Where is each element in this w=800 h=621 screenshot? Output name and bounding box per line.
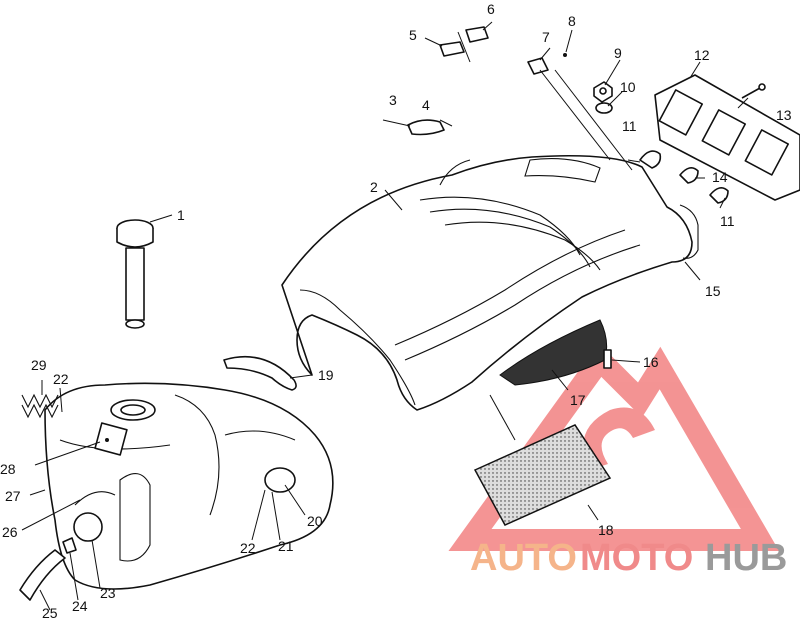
watermark-text: AUTO MOTO HUB bbox=[470, 537, 787, 579]
watermark-hub: HUB bbox=[705, 537, 787, 579]
callout-7: 7 bbox=[542, 29, 550, 45]
callout-12: 12 bbox=[694, 47, 710, 63]
callout-13: 13 bbox=[776, 107, 792, 123]
spring-29-part bbox=[21, 393, 59, 419]
bracket-7-part bbox=[527, 57, 633, 171]
seat-base-part bbox=[499, 319, 608, 386]
callout-27: 27 bbox=[5, 488, 21, 504]
callout-11-lower: 11 bbox=[720, 213, 735, 229]
fuel-tank-part bbox=[44, 382, 334, 590]
callout-11-upper: 11 bbox=[622, 118, 637, 134]
callout-1: 1 bbox=[177, 207, 185, 223]
bulb-parts bbox=[627, 150, 729, 204]
callout-18: 18 bbox=[598, 522, 614, 538]
callout-9: 9 bbox=[614, 45, 622, 61]
callout-14: 14 bbox=[712, 169, 728, 185]
callout-4: 4 bbox=[422, 97, 430, 113]
callout-28: 28 bbox=[0, 461, 16, 477]
seat-part bbox=[281, 154, 699, 411]
callout-26: 26 bbox=[2, 524, 18, 540]
watermark-moto: MOTO bbox=[580, 537, 693, 579]
foam-pad-part bbox=[473, 394, 612, 526]
callout-21: 21 bbox=[278, 538, 294, 554]
taillight-frame-part bbox=[654, 74, 800, 201]
strap-part bbox=[223, 355, 297, 391]
leader-lines bbox=[21, 21, 749, 611]
callout-20: 20 bbox=[307, 513, 323, 529]
clips-5-6-part bbox=[439, 26, 489, 63]
callout-22-left: 22 bbox=[53, 371, 69, 387]
callout-19: 19 bbox=[318, 367, 334, 383]
callout-23: 23 bbox=[100, 585, 116, 601]
watermark-logo bbox=[448, 343, 780, 551]
callout-15: 15 bbox=[705, 283, 721, 299]
clip-3-part bbox=[407, 119, 453, 136]
callout-6: 6 bbox=[487, 1, 495, 17]
callout-25: 25 bbox=[42, 605, 58, 621]
callout-5: 5 bbox=[409, 27, 417, 43]
callout-16: 16 bbox=[643, 354, 659, 370]
pins-8-part bbox=[563, 53, 567, 57]
hose-25-part bbox=[19, 537, 77, 601]
callout-17: 17 bbox=[570, 392, 586, 408]
callout-8: 8 bbox=[568, 13, 576, 29]
callout-24: 24 bbox=[72, 598, 88, 614]
callout-2: 2 bbox=[370, 179, 378, 195]
nut-9-part bbox=[593, 81, 613, 103]
watermark-auto: AUTO bbox=[470, 537, 577, 579]
screw-13-part bbox=[741, 83, 766, 99]
callout-3: 3 bbox=[389, 92, 397, 108]
callout-22-right: 22 bbox=[240, 540, 256, 556]
callout-29: 29 bbox=[31, 357, 47, 373]
bolt-16-part bbox=[603, 349, 612, 369]
callout-10: 10 bbox=[620, 79, 636, 95]
filler-neck-part bbox=[116, 214, 173, 329]
